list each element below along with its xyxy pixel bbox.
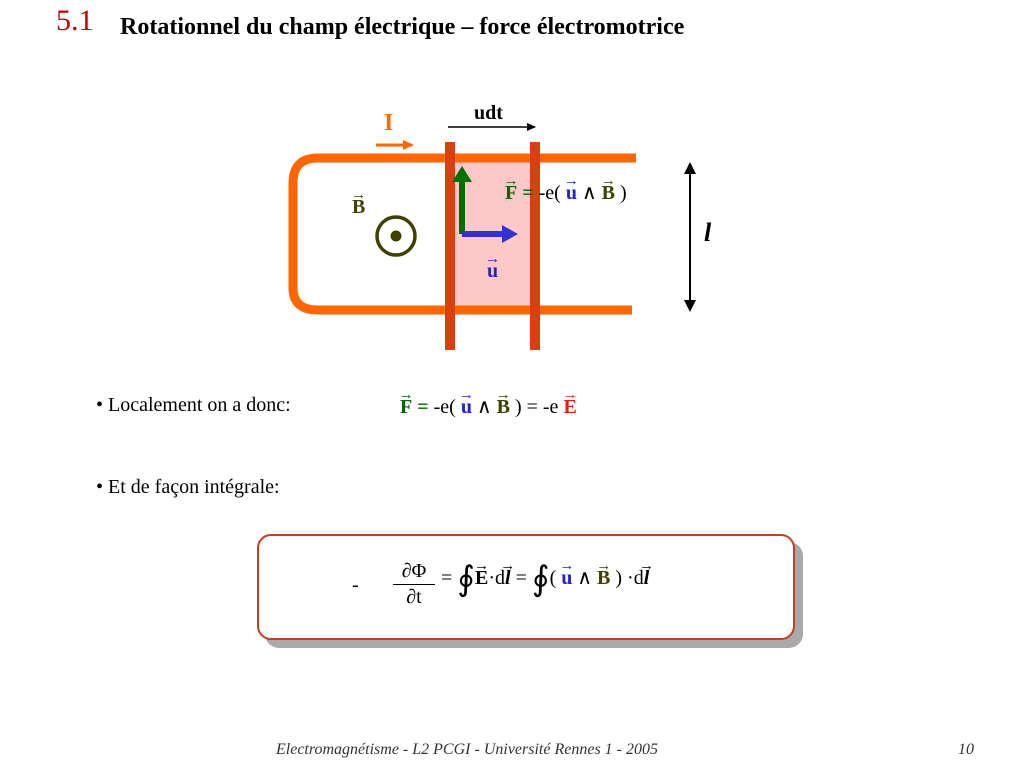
velocity-label: u xyxy=(487,260,498,283)
eq-numerator: ∂Φ xyxy=(401,560,427,582)
displacement-label: udt xyxy=(474,102,503,124)
local-formula: F = -e( u ∧ B ) = -e E xyxy=(400,394,577,419)
slide-title: Rotationnel du champ électrique – force … xyxy=(120,14,685,40)
circuit-loop xyxy=(288,153,636,315)
bullet-local: • Localement on a donc: xyxy=(96,394,291,416)
eq-minus: - xyxy=(352,574,359,596)
rail-left xyxy=(445,142,455,350)
equation-box xyxy=(257,534,795,640)
section-number: 5.1 xyxy=(56,4,94,37)
force-formula-diagram: F = -e( u ∧ B ) xyxy=(505,180,627,205)
footer-text: Electromagnétisme - L2 PCGI - Université… xyxy=(276,741,658,758)
eq-fraction: ∂Φ ∂t xyxy=(393,560,435,609)
bullet-integral: • Et de façon intégrale: xyxy=(96,476,280,498)
page-number: 10 xyxy=(958,741,974,758)
length-label: l xyxy=(704,218,712,247)
force-arrow xyxy=(452,166,472,234)
eq-rhs: = ∮E·dl = ∮( u ∧ B ) ·dl xyxy=(441,559,649,599)
velocity-arrow xyxy=(462,225,518,243)
eq-denominator: ∂t xyxy=(406,586,422,608)
current-label: I xyxy=(384,110,394,136)
rail-right xyxy=(530,142,540,350)
field-label: B xyxy=(352,196,365,219)
